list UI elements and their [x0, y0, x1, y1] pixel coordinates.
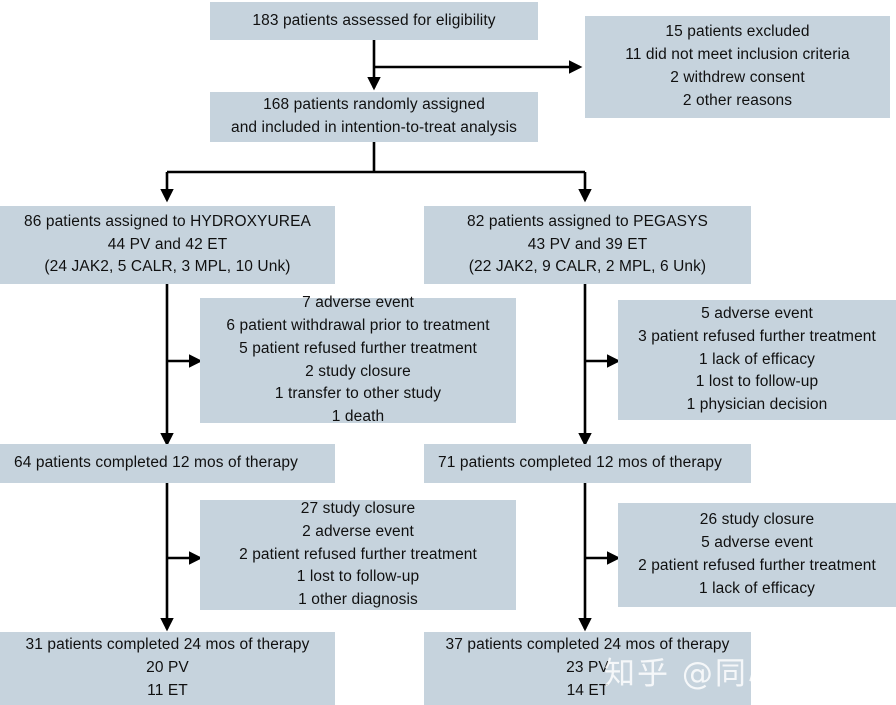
node-line: 183 patients assessed for eligibility [252, 11, 496, 29]
node-completed-12mo-left: 64 patients completed 12 mos of therapy [0, 444, 335, 483]
node-line: 1 lost to follow-up [296, 568, 420, 586]
node-excluded: 15 patients excluded 11 did not meet inc… [585, 16, 890, 118]
node-completed-12mo-right: 71 patients completed 12 mos of therapy [424, 444, 751, 483]
node-line: 71 patients completed 12 mos of therapy [438, 454, 722, 472]
node-line: 23 PV [566, 659, 609, 677]
node-line: 43 PV and 39 ET [527, 235, 648, 253]
node-line: 1 physician decision [686, 396, 828, 414]
node-assessed-for-eligibility: 183 patients assessed for eligibility [210, 2, 538, 40]
node-attrition-left-12mo: 7 adverse event 6 patient withdrawal pri… [200, 294, 516, 425]
node-line: 5 adverse event [701, 534, 813, 552]
node-line: 2 patient refused further treatment [638, 557, 876, 574]
node-attrition-right-24mo: 26 study closure 5 adverse event 2 patie… [618, 503, 896, 607]
node-line: 37 patients completed 24 mos of therapy [445, 636, 730, 654]
node-line: 20 PV [146, 659, 189, 677]
node-line: 82 patients assigned to PEGASYS [467, 212, 708, 230]
node-line: and included in intention-to-treat analy… [230, 119, 518, 136]
node-line: 1 lack of efficacy [698, 350, 816, 368]
node-line: 11 did not meet inclusion criteria [625, 46, 850, 64]
node-line: 1 lost to follow-up [695, 373, 819, 391]
node-line: 15 patients excluded [665, 23, 810, 41]
node-line: 86 patients assigned to HYDROXYUREA [24, 212, 311, 230]
node-randomly-assigned: 168 patients randomly assigned and inclu… [210, 92, 538, 142]
node-line: 14 ET [566, 681, 609, 699]
node-attrition-right-12mo: 5 adverse event 3 patient refused furthe… [618, 300, 896, 420]
node-line: 27 study closure [300, 500, 416, 518]
node-line: 1 other diagnosis [298, 591, 418, 609]
node-line: 5 adverse event [701, 305, 813, 323]
node-line: 44 PV and 42 ET [107, 235, 228, 253]
node-line: (24 JAK2, 5 CALR, 3 MPL, 10 Unk) [44, 258, 291, 276]
node-line: 2 adverse event [302, 522, 414, 540]
node-line: 64 patients completed 12 mos of therapy [14, 454, 298, 472]
node-completed-24mo-right: 37 patients completed 24 mos of therapy … [424, 632, 751, 705]
node-arm-hydroxyurea: 86 patients assigned to HYDROXYUREA 44 P… [0, 206, 335, 284]
node-line: 2 study closure [305, 362, 411, 380]
node-line: 2 withdrew consent [670, 69, 805, 86]
node-line: 1 transfer to other study [274, 385, 442, 403]
node-line: 2 other reasons [682, 91, 793, 109]
node-completed-24mo-left: 31 patients completed 24 mos of therapy … [0, 632, 335, 705]
node-attrition-left-24mo: 27 study closure 2 adverse event 2 patie… [200, 500, 516, 610]
node-line: 3 patient refused further treatment [638, 327, 876, 345]
node-line: 31 patients completed 24 mos of therapy [25, 636, 310, 654]
node-line: 1 lack of efficacy [698, 579, 816, 597]
node-line: 6 patient withdrawal prior to treatment [226, 316, 490, 334]
node-line: 26 study closure [699, 511, 815, 529]
node-line: 168 patients randomly assigned [263, 96, 485, 114]
node-line: (22 JAK2, 9 CALR, 2 MPL, 6 Unk) [468, 258, 707, 276]
node-arm-pegasys: 82 patients assigned to PEGASYS 43 PV an… [424, 206, 751, 284]
node-line: 11 ET [147, 681, 188, 699]
node-line: 5 patient refused further treatment [239, 339, 477, 357]
node-line: 7 adverse event [302, 294, 414, 312]
node-line: 2 patient refused further treatment [239, 545, 477, 563]
node-line: 1 death [331, 408, 385, 426]
